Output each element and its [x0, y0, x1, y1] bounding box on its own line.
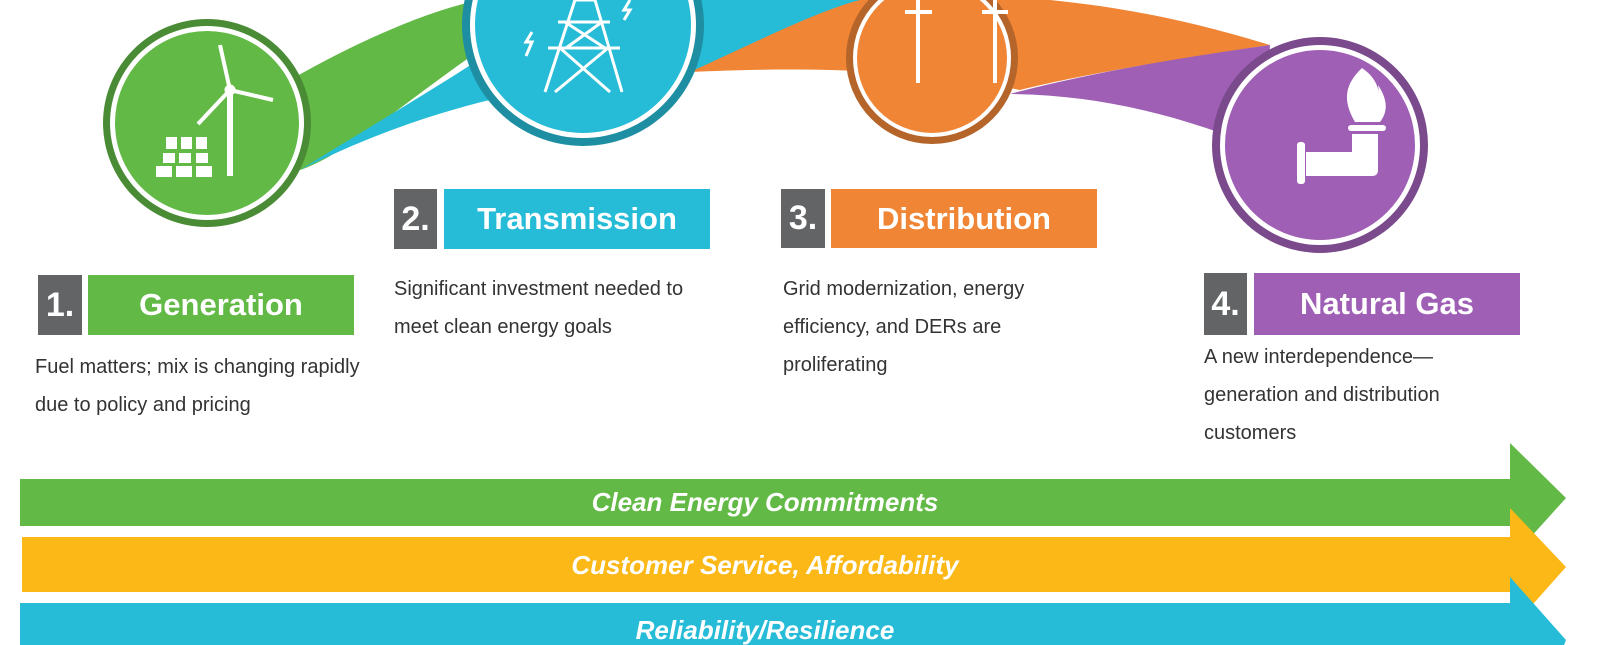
- stage-description-transmission: Significant investment needed to meet cl…: [394, 278, 684, 338]
- stage-title-natural-gas: Natural Gas: [1254, 273, 1520, 335]
- generation-circle: [103, 19, 311, 227]
- stage-description-generation: Fuel matters; mix is changing rapidly du…: [35, 356, 360, 416]
- green-band: [290, 0, 560, 170]
- driver-label-clean-energy: Clean Energy Commitments: [591, 487, 939, 517]
- utility-pole-icon: [905, 0, 1008, 83]
- driver-arrow-customer-service: [22, 508, 1566, 630]
- stage-description-natural-gas: A new interdependence—generation and dis…: [1204, 346, 1440, 444]
- stage-number-2: 2.: [394, 189, 437, 249]
- transmission-tower-icon: [523, 0, 633, 94]
- natural-gas-circle: [1212, 37, 1428, 253]
- blue-band: [300, 0, 880, 170]
- stage-description-distribution: Grid modernization, energy efficiency, a…: [783, 278, 1025, 376]
- stage-title-generation: Generation: [88, 275, 354, 335]
- transmission-circle: [462, 0, 704, 146]
- driver-arrow-reliability: [20, 577, 1566, 645]
- stage-number-3: 3.: [781, 189, 825, 248]
- distribution-circle: [846, 0, 1018, 144]
- stage-title-distribution: Distribution: [831, 189, 1097, 248]
- stage-number-1: 1.: [38, 275, 82, 335]
- wind-solar-icon: [156, 44, 274, 177]
- driver-arrow-clean-energy: [20, 443, 1566, 560]
- purple-band: [1010, 45, 1270, 150]
- gas-flame-pipe-icon: [1297, 68, 1386, 184]
- stage-number-4: 4.: [1204, 273, 1247, 335]
- driver-label-customer-service: Customer Service, Affordability: [571, 550, 959, 580]
- stage-title-transmission: Transmission: [444, 189, 710, 249]
- driver-label-reliability: Reliability/Resilience: [635, 615, 895, 645]
